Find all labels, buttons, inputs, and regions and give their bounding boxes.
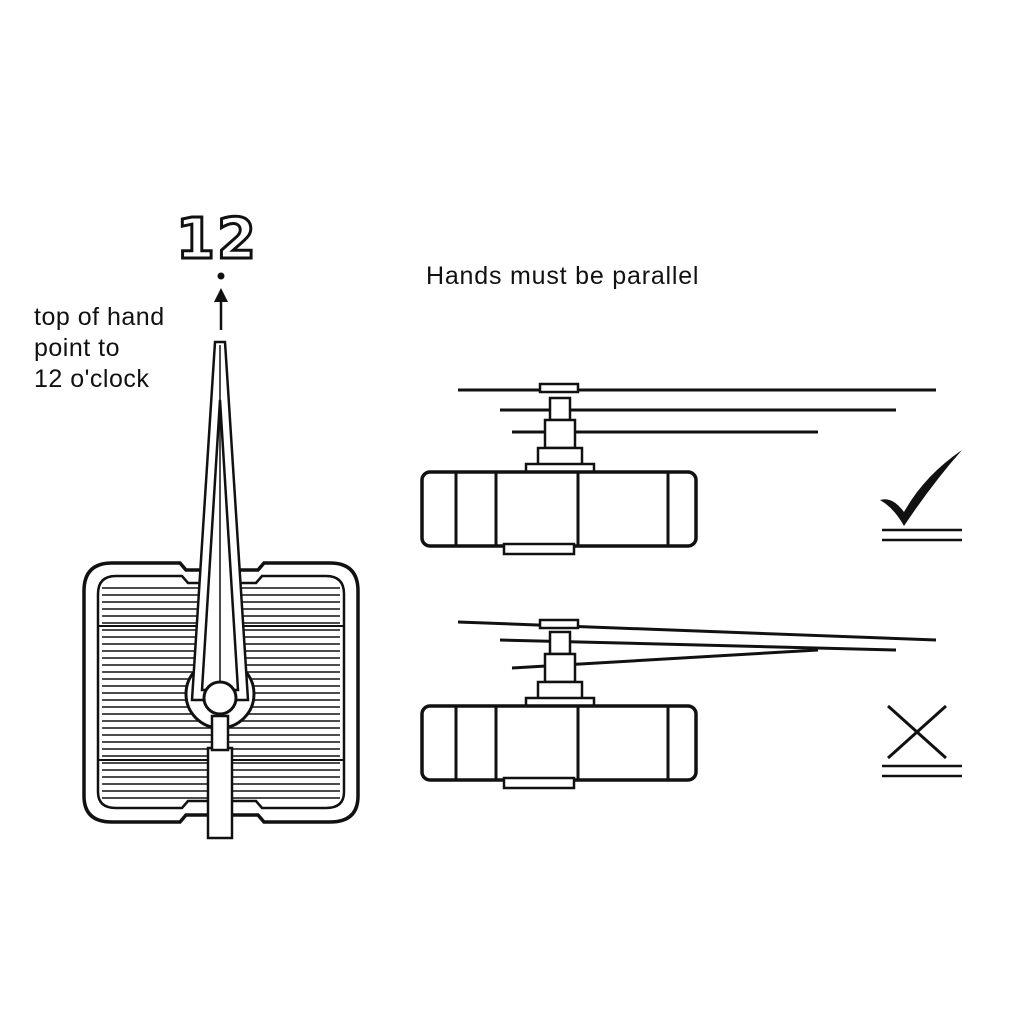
instruction-line-3: 12 o'clock — [34, 365, 150, 393]
twelve-label: 12 — [175, 207, 258, 272]
housing-ribs — [102, 587, 340, 799]
clock-hands-front-view — [184, 340, 256, 840]
side-view-incorrect — [420, 618, 937, 790]
side-view-correct — [420, 382, 936, 556]
check-icon — [880, 450, 962, 542]
parallel-title: Hands must be parallel — [426, 262, 700, 290]
instruction-line-2: point to — [34, 334, 121, 362]
cross-icon — [882, 704, 962, 778]
twelve-pointer-arrow — [214, 272, 228, 330]
instruction-line-1: top of hand — [34, 303, 165, 331]
instruction-text: top of hand point to 12 o'clock — [34, 302, 165, 395]
